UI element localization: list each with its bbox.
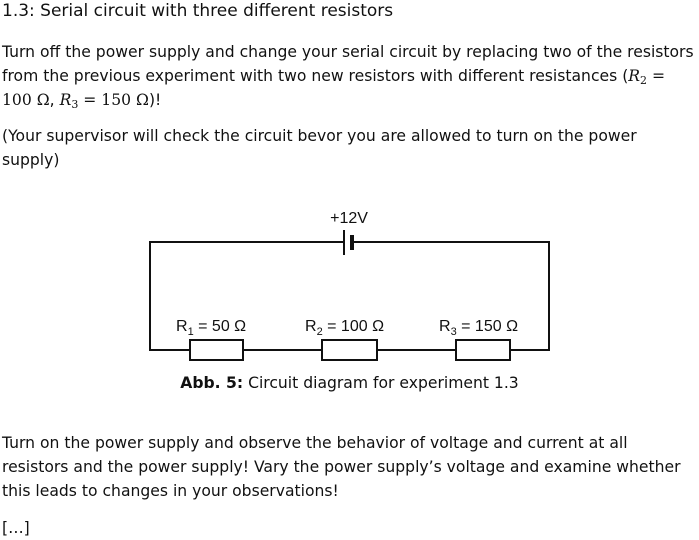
ellipsis-marker: […] [2, 519, 30, 537]
voltage-label: +12V [330, 210, 368, 227]
instruction-paragraph-2: Turn on the power supply and observe the… [2, 434, 681, 500]
battery-symbol [343, 230, 354, 255]
resistor-symbols [189, 339, 511, 361]
resistor-3-label: R3 = 150 Ω [439, 318, 518, 338]
caption-label: Abb. 5: [180, 374, 244, 392]
figure-caption: Abb. 5: Circuit diagram for experiment 1… [0, 372, 699, 394]
resistor-2 [321, 339, 378, 361]
resistor-1 [189, 339, 244, 361]
resistor-3 [455, 339, 511, 361]
p1-separator: , [49, 91, 60, 109]
p1-text-after: )! [148, 91, 162, 109]
resistor-1-label: R1 = 50 Ω [176, 318, 246, 338]
r2-expression: R2 = 100 Ω [2, 67, 666, 109]
r3-expression: R3 = 150 Ω [59, 91, 149, 111]
caption-text: Circuit diagram for experiment 1.3 [243, 374, 519, 392]
resistor-2-label: R2 = 100 Ω [305, 318, 384, 338]
circuit-wires [149, 241, 550, 351]
section-heading: 1.3: Serial circuit with three different… [2, 1, 394, 21]
p1-text-before: Turn off the power supply and change you… [2, 43, 694, 85]
instruction-paragraph-1: Turn off the power supply and change you… [2, 40, 697, 112]
supervisor-note: (Your supervisor will check the circuit … [2, 127, 637, 169]
